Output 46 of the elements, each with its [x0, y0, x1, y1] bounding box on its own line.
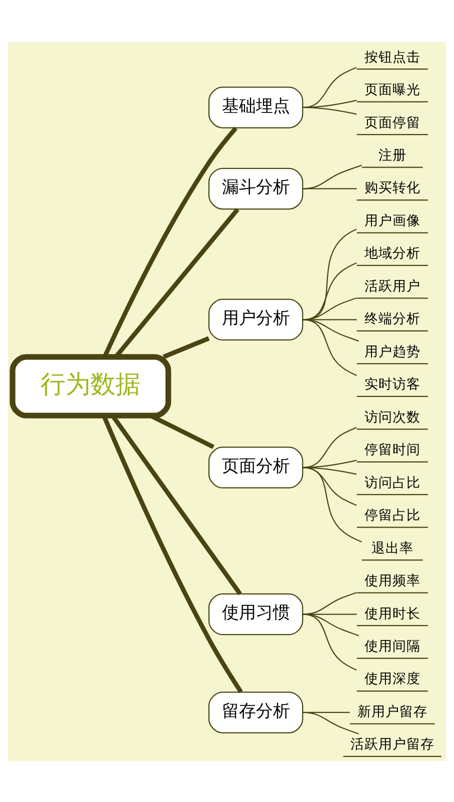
connector	[302, 613, 359, 636]
node-text: 终端分析	[364, 310, 420, 327]
node-text: 按钮点击	[364, 48, 420, 65]
node-text: 停留占比	[364, 507, 420, 524]
connector	[302, 613, 357, 614]
node-text: 使用频率	[364, 572, 420, 589]
node-text: 使用间隔	[364, 638, 420, 654]
connector	[302, 66, 357, 108]
connector	[302, 188, 357, 189]
node-text: 访问次数	[364, 408, 420, 425]
node-text: 新用户留存	[357, 703, 428, 720]
connector	[302, 318, 357, 376]
node-box: 行为数据	[10, 354, 172, 418]
node-box: 基础埋点	[208, 86, 304, 128]
connector	[302, 466, 357, 506]
node-text: 使用时长	[364, 605, 420, 622]
connector	[302, 318, 359, 342]
connector	[102, 126, 238, 358]
node-text: 活跃用户	[364, 278, 420, 294]
node-text: 实时访客	[364, 376, 420, 392]
connector	[302, 164, 362, 189]
node-box: 留存分析	[208, 691, 304, 733]
connector	[302, 106, 357, 114]
node-text: 停留时间	[364, 442, 420, 458]
node-text: 退出率	[371, 540, 414, 556]
connector	[302, 711, 359, 734]
node-text: 注册	[378, 147, 406, 163]
node-text: 活跃用户留存	[350, 736, 434, 752]
connector	[302, 466, 362, 542]
node-text: 页面曝光	[364, 82, 420, 98]
connector	[302, 613, 357, 670]
connector	[302, 426, 357, 468]
node-text: 访问占比	[364, 474, 420, 490]
connector	[302, 592, 357, 614]
node-box: 使用习惯	[208, 592, 304, 635]
node-text: 用户趋势	[364, 343, 420, 360]
node-box: 漏斗分析	[208, 167, 304, 210]
node-text: 地域分析	[364, 245, 420, 262]
node-text: 页面停留	[364, 114, 420, 130]
node-text: 购买转化	[364, 180, 420, 196]
connector	[162, 336, 210, 358]
connector	[114, 207, 240, 358]
node-box: 用户分析	[208, 298, 304, 340]
node-box: 页面分析	[208, 446, 304, 488]
node-text: 用户画像	[364, 212, 420, 228]
node-text: 使用深度	[364, 670, 420, 687]
